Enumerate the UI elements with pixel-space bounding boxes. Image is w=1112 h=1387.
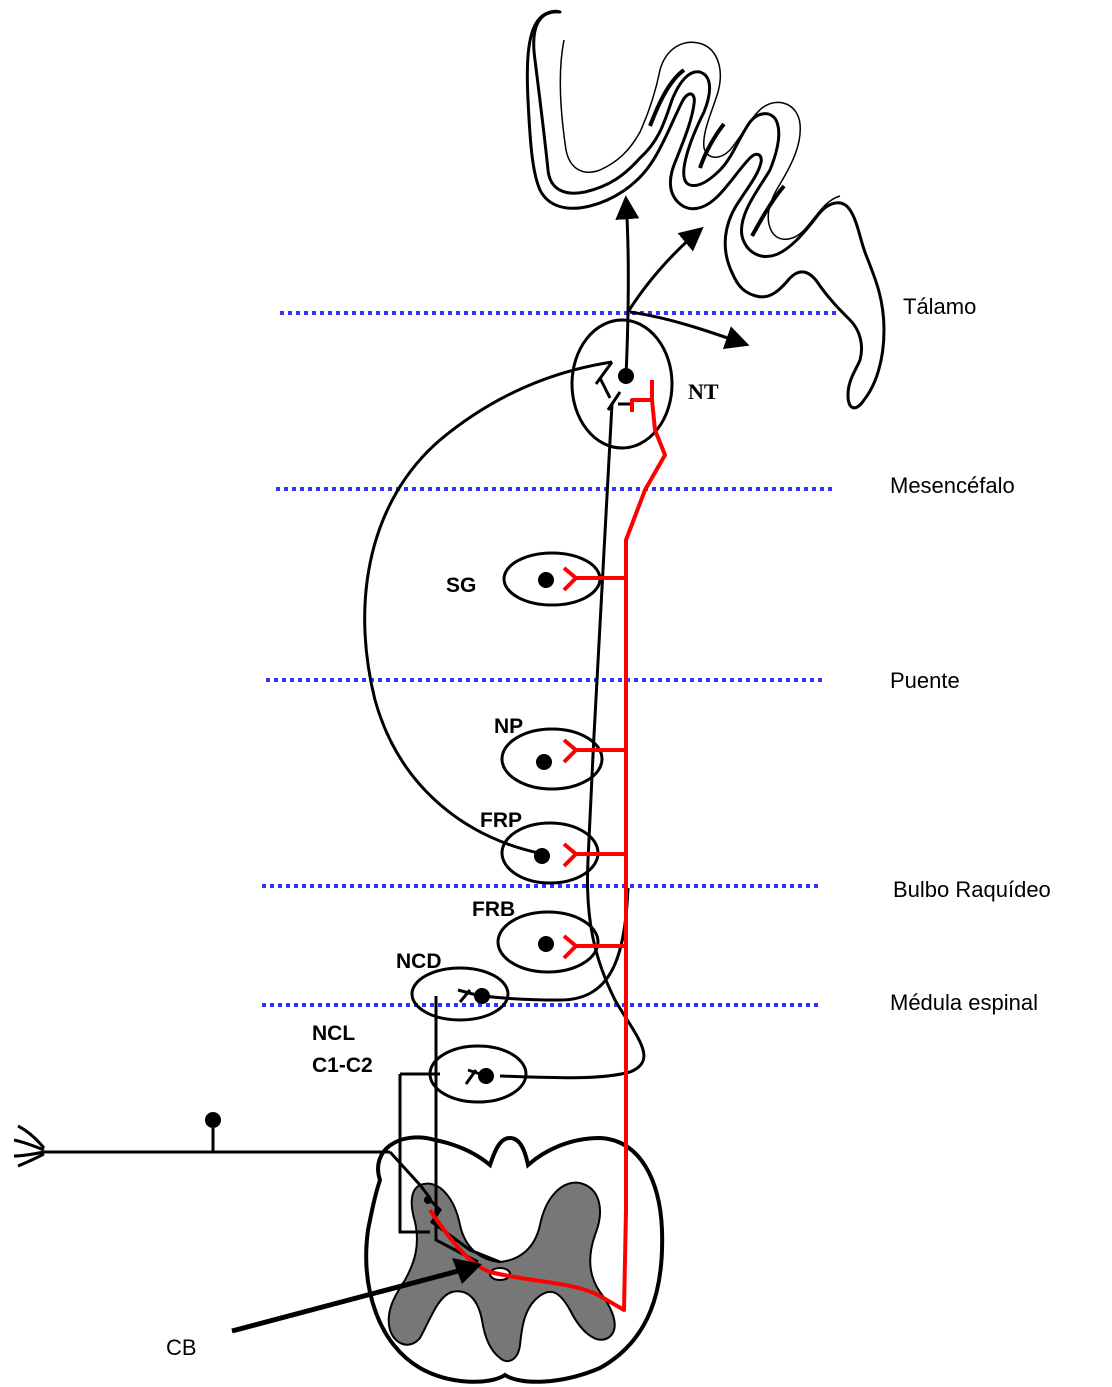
label-np: NP	[494, 715, 523, 738]
label-sg: SG	[446, 574, 476, 597]
soma-nt	[618, 368, 634, 384]
nt-projection-up	[626, 200, 628, 376]
nt-projection-diagonal	[628, 230, 700, 312]
label-bulbo-raquideo: Bulbo Raquídeo	[893, 877, 1051, 902]
nucleus-nt	[572, 320, 672, 448]
level-lines	[262, 313, 840, 1005]
label-cb: CB	[166, 1335, 197, 1360]
label-ncl: NCL	[312, 1022, 355, 1045]
label-ncd: NCD	[396, 950, 442, 973]
soma-sg	[538, 572, 554, 588]
soma-np	[536, 754, 552, 770]
soma-frp	[534, 848, 550, 864]
label-puente: Puente	[890, 668, 960, 693]
label-mesencefalo: Mesencéfalo	[890, 473, 1015, 498]
soma-dorsal-horn	[424, 1196, 432, 1204]
label-talamo: Tálamo	[903, 294, 976, 319]
soma-ncd	[474, 988, 490, 1004]
nuclei	[412, 320, 672, 1102]
black-pathways	[365, 200, 745, 1262]
peripheral-afferent	[14, 1126, 430, 1198]
soma-frb	[538, 936, 554, 952]
label-medula-espinal: Médula espinal	[890, 990, 1038, 1015]
dorsal-root-ganglion-soma	[205, 1112, 221, 1128]
soma-ncl	[478, 1068, 494, 1084]
red-nt-terminal	[632, 380, 652, 412]
label-nt: NT	[688, 379, 719, 404]
label-frb: FRB	[472, 898, 515, 921]
nucleus-np	[502, 729, 602, 789]
label-c1-c2: C1-C2	[312, 1054, 373, 1077]
label-frp: FRP	[480, 809, 522, 832]
nucleus-ncd	[412, 968, 508, 1020]
red-branch-sg	[564, 568, 626, 590]
